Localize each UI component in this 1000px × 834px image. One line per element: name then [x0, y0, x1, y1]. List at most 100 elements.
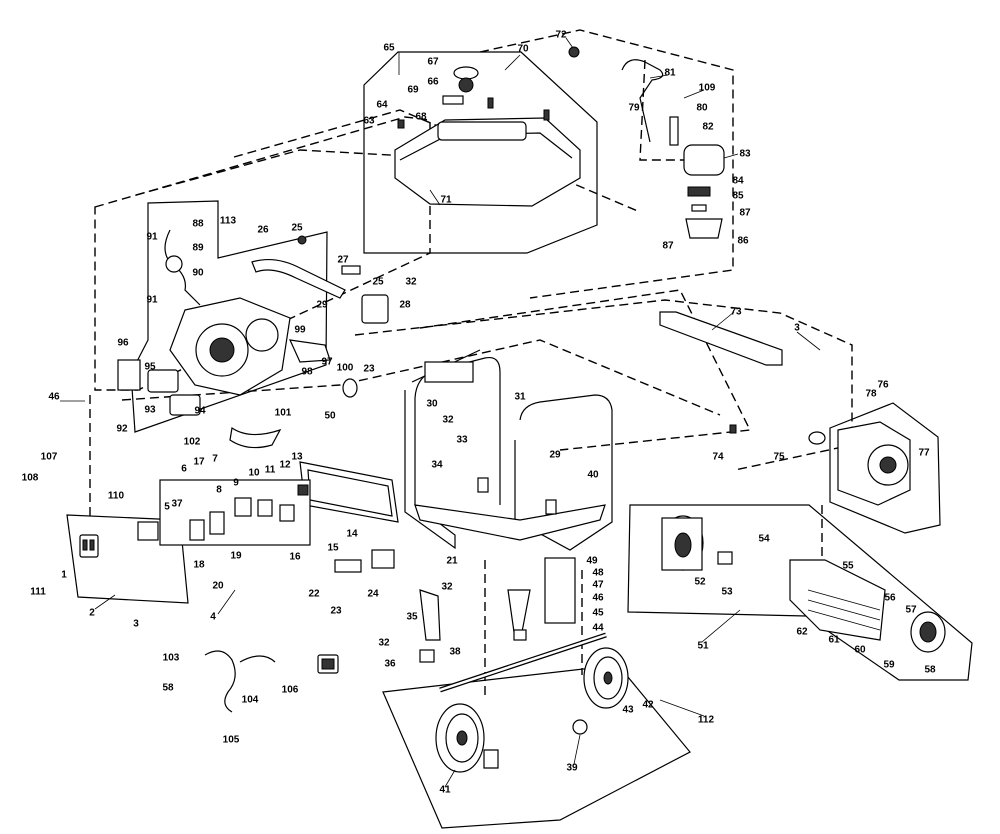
group-outlines — [130, 51, 973, 829]
callout-105: 105 — [223, 735, 240, 746]
callout-92: 92 — [116, 424, 128, 435]
callout-95: 95 — [144, 362, 156, 373]
callout-61: 61 — [828, 635, 840, 646]
callout-8: 8 — [216, 485, 222, 496]
frame-cradle — [404, 349, 613, 551]
callout-46: 46 — [592, 593, 604, 604]
callout-72: 72 — [555, 30, 567, 41]
callout-79: 79 — [628, 103, 640, 114]
upper-frame-line-2 — [233, 109, 641, 213]
callout-87: 87 — [739, 208, 751, 219]
end-bell — [729, 421, 911, 506]
callout-90: 90 — [192, 268, 204, 279]
callout-53: 53 — [721, 587, 733, 598]
callout-71: 71 — [440, 195, 452, 206]
callout-101: 101 — [275, 408, 292, 419]
callout-29: 29 — [316, 300, 328, 311]
engine — [117, 229, 331, 416]
callout-89: 89 — [192, 243, 204, 254]
lower-frame-line — [121, 339, 721, 416]
callout-7: 7 — [212, 454, 218, 465]
callout-88: 88 — [192, 219, 204, 230]
callout-73: 73 — [730, 307, 742, 318]
callout-12: 12 — [279, 460, 291, 471]
callout-23: 23 — [330, 606, 342, 617]
callout-25: 25 — [372, 277, 384, 288]
callout-11: 11 — [265, 465, 276, 476]
callout-38: 38 — [449, 647, 461, 658]
callout-86: 86 — [737, 236, 749, 247]
callout-45: 45 — [592, 608, 604, 619]
callout-32: 32 — [441, 582, 453, 593]
callout-19: 19 — [230, 551, 242, 562]
wheels-axle — [419, 589, 629, 773]
callout-57: 57 — [905, 605, 917, 616]
callout-113: 113 — [220, 216, 237, 227]
callout-80: 80 — [696, 103, 708, 114]
callout-32: 32 — [378, 638, 390, 649]
callout-29: 29 — [549, 450, 561, 461]
callout-104: 104 — [242, 695, 259, 706]
callout-100: 100 — [337, 363, 354, 374]
callout-106: 106 — [282, 685, 299, 696]
callout-69: 69 — [407, 85, 419, 96]
callout-34: 34 — [431, 460, 443, 471]
control-panel — [66, 461, 399, 604]
harness-small-parts — [204, 650, 339, 713]
rotor-stator — [661, 515, 946, 653]
callout-107: 107 — [41, 452, 58, 463]
rotor-stator-group-outline — [627, 504, 973, 681]
callout-58: 58 — [924, 665, 936, 676]
callout-63: 63 — [363, 116, 375, 127]
callout-17: 17 — [193, 457, 205, 468]
callout-99: 99 — [294, 325, 306, 336]
cross-frame-line — [419, 289, 752, 451]
callout-94: 94 — [194, 406, 206, 417]
callout-52: 52 — [694, 577, 706, 588]
battery-hardware-outline — [544, 557, 576, 624]
callout-60: 60 — [854, 645, 866, 656]
callout-75: 75 — [773, 452, 785, 463]
fuel-tank — [394, 46, 581, 207]
callout-56: 56 — [884, 593, 896, 604]
tank-frame-line — [479, 29, 734, 299]
callout-46: 46 — [48, 392, 60, 403]
callout-15: 15 — [327, 543, 339, 554]
callout-14: 14 — [346, 529, 358, 540]
callout-3: 3 — [794, 323, 800, 334]
callout-77: 77 — [918, 448, 930, 459]
callout-91: 91 — [146, 295, 158, 306]
callout-97: 97 — [321, 357, 333, 368]
callout-49: 49 — [586, 556, 598, 567]
callout-44: 44 — [592, 623, 604, 634]
callout-68: 68 — [415, 112, 427, 123]
callout-33: 33 — [456, 435, 468, 446]
callout-65: 65 — [383, 43, 395, 54]
callout-55: 55 — [842, 561, 854, 572]
callout-103: 103 — [163, 653, 180, 664]
callout-70: 70 — [517, 44, 529, 55]
callout-9: 9 — [233, 478, 239, 489]
callout-30: 30 — [426, 399, 438, 410]
callout-20: 20 — [212, 581, 224, 592]
callout-47: 47 — [592, 580, 604, 591]
callout-111: 111 — [30, 587, 46, 598]
intake-hose — [229, 235, 389, 449]
callout-108: 108 — [22, 473, 39, 484]
callout-51: 51 — [697, 641, 709, 652]
callout-1: 1 — [61, 570, 67, 581]
callout-81: 81 — [664, 68, 676, 79]
callout-3: 3 — [133, 619, 139, 630]
fuel-tank-group-outline — [363, 51, 598, 254]
callout-10: 10 — [248, 468, 260, 479]
callout-98: 98 — [301, 367, 313, 378]
callout-39: 39 — [566, 763, 578, 774]
callout-96: 96 — [117, 338, 129, 349]
callout-85: 85 — [732, 191, 744, 202]
callout-83: 83 — [739, 149, 751, 160]
callout-74: 74 — [712, 452, 724, 463]
callout-64: 64 — [376, 100, 388, 111]
callout-35: 35 — [406, 612, 418, 623]
callout-27: 27 — [337, 255, 349, 266]
